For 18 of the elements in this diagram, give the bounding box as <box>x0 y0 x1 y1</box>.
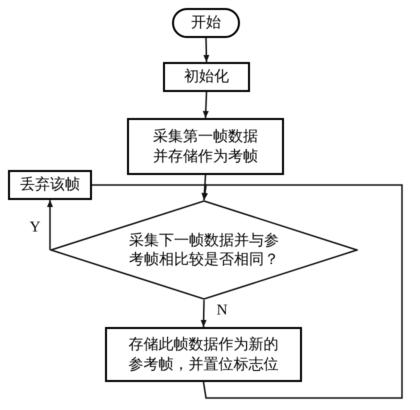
arrow <box>202 92 209 118</box>
process-box <box>105 327 302 382</box>
node-text: 初始化 <box>184 67 229 87</box>
arrow <box>202 184 403 399</box>
terminal-box <box>172 8 240 38</box>
process-box <box>8 170 92 200</box>
arrow <box>203 38 210 62</box>
arrow <box>201 174 208 200</box>
node-text: 采集下一帧数据并与参考帧相比较是否相同？ <box>128 230 280 270</box>
decision-diamond <box>50 200 358 300</box>
node-text: 采集第一帧数据并存储作为考帧 <box>152 127 259 166</box>
arrow <box>200 300 207 328</box>
process-box <box>163 62 250 92</box>
node-text: 丢弃该帧 <box>20 175 80 195</box>
node-text: 存储此帧数据作为新的参考帧，并置位标志位 <box>128 335 280 374</box>
process-box <box>127 118 284 175</box>
arrow <box>47 200 53 250</box>
node-text: 开始 <box>191 13 221 33</box>
